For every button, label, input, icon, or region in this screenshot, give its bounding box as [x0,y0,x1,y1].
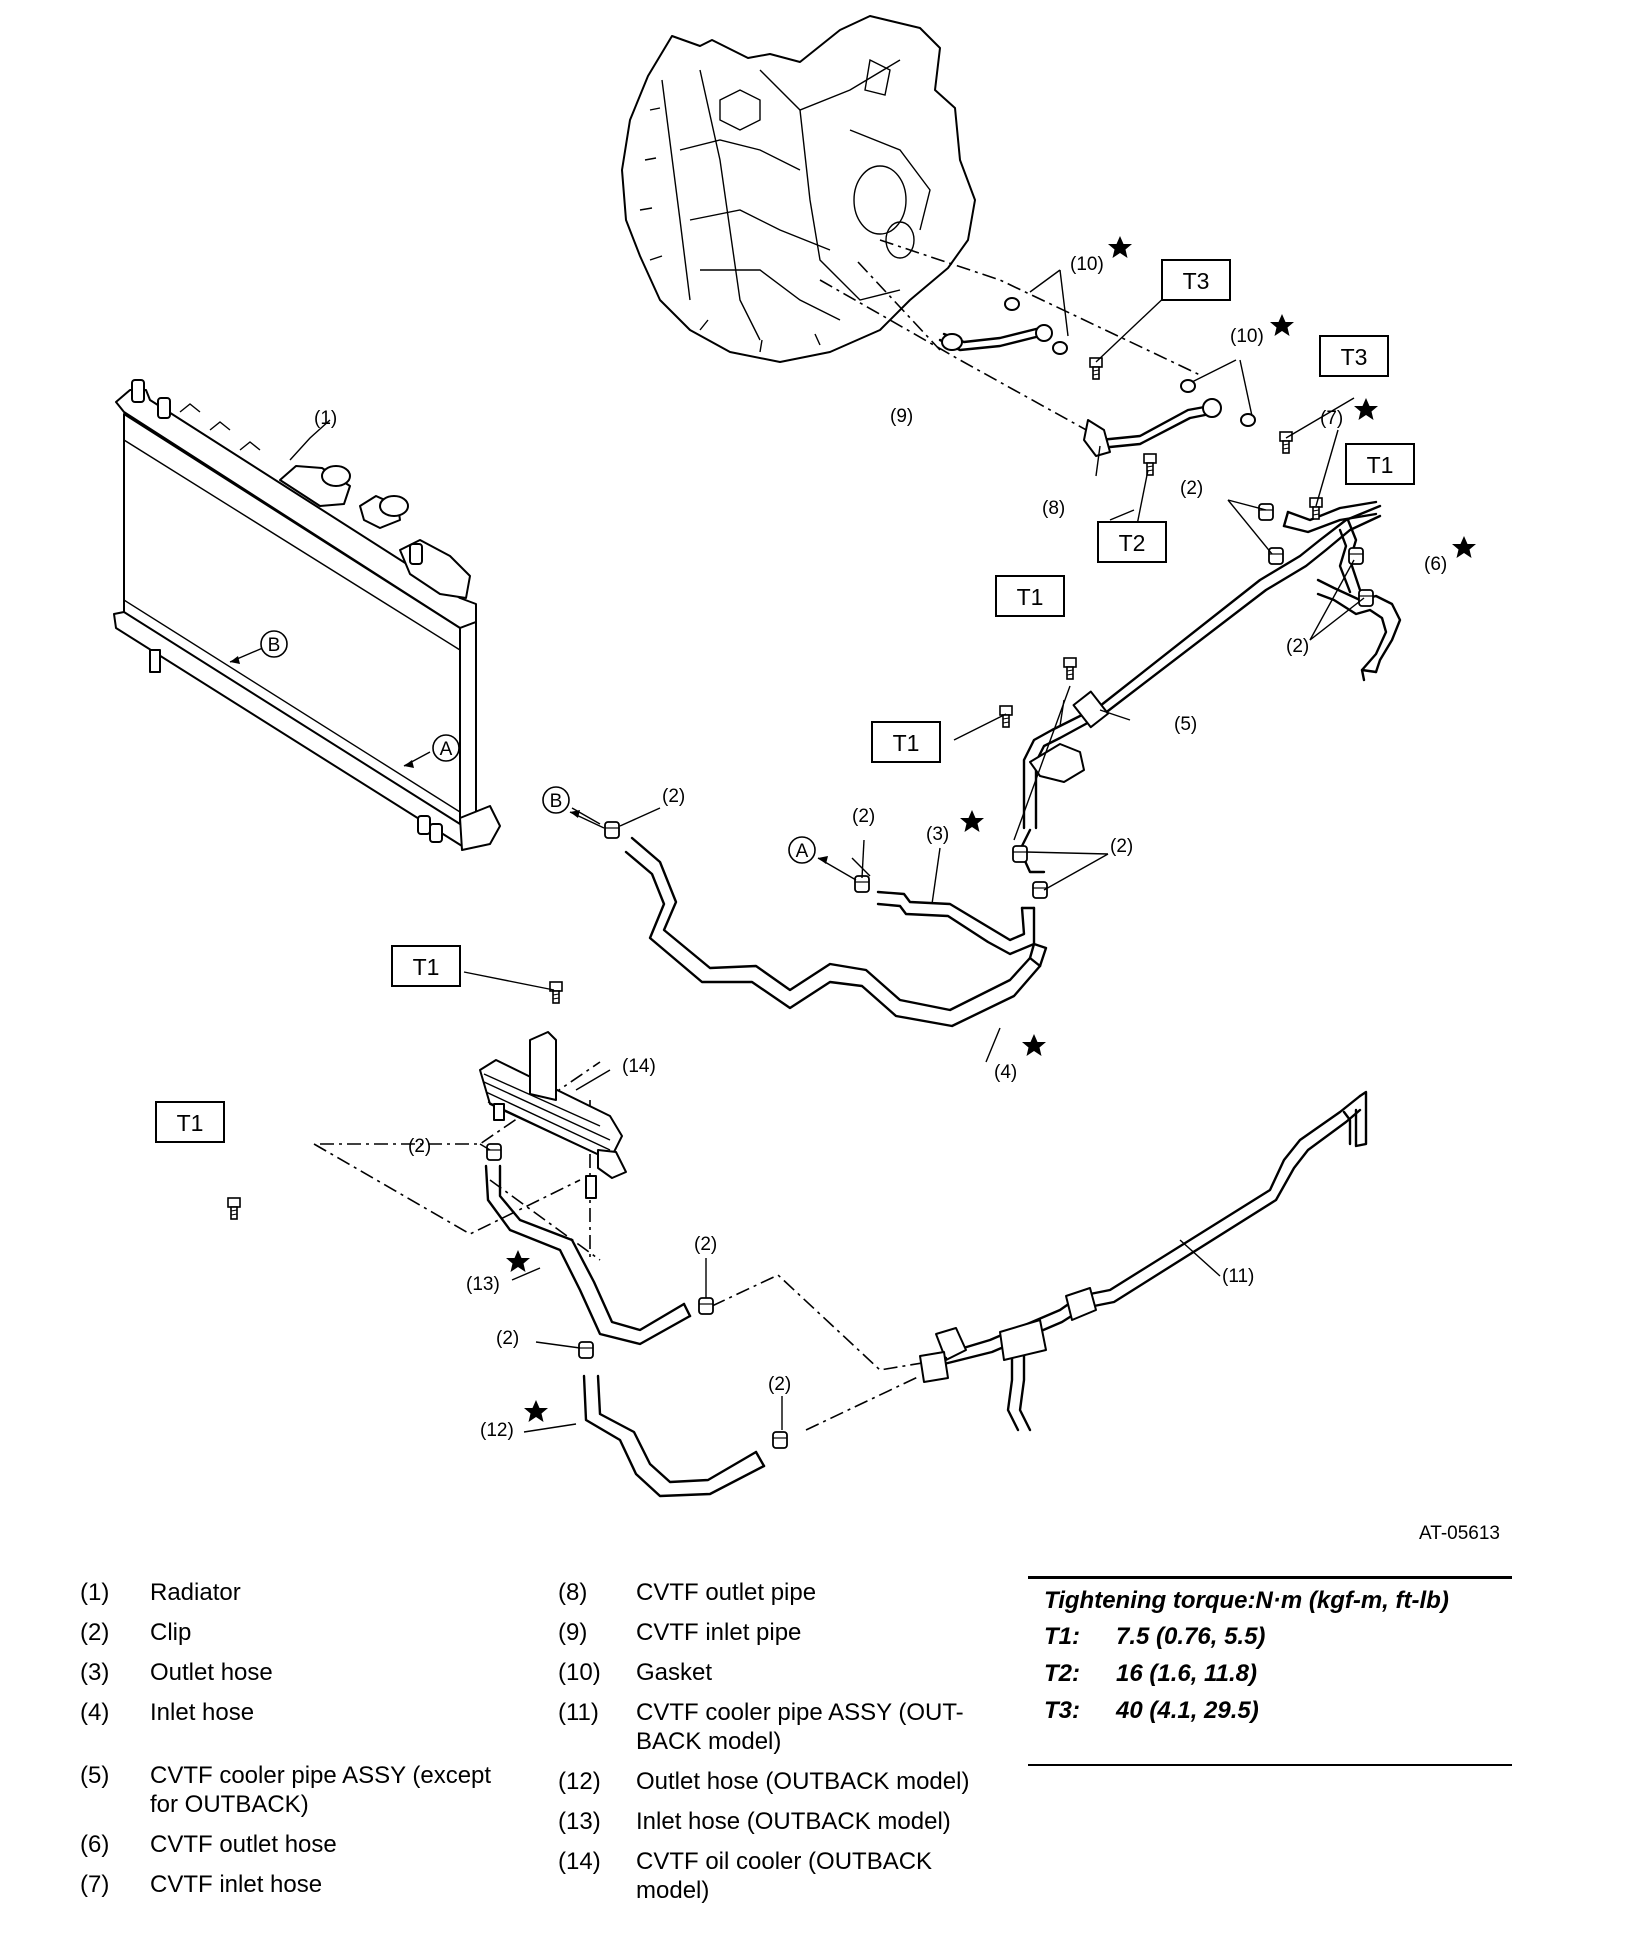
callout-2-mid: (2) [852,806,875,827]
cvtf-inlet-hose [1282,500,1378,534]
legend-item: (2)Clip [80,1619,192,1646]
ref-circle-a-radiator: A [432,734,460,762]
callout-14: (14) [622,1056,656,1077]
ref-circle-a-hose: A [788,836,816,864]
callout-11: (11) [1222,1266,1254,1287]
cvtf-oil-cooler [479,1031,627,1199]
torque-box-t1-bracket: T1 [871,721,941,763]
torque-box-t1-right: T1 [1345,443,1415,485]
outlet-hose-outback [582,1374,766,1498]
assembly-guide-lines [313,239,1201,1431]
transmission-case [621,15,976,363]
callout-10-upper: (10) [1070,254,1104,275]
callout-6: (6) [1424,554,1447,575]
torque-box-t3-upper: T3 [1161,259,1231,301]
legend-item: (4)Inlet hose [80,1699,255,1726]
svg-text:T1: T1 [893,730,920,756]
callout-7: (7) [1320,408,1343,429]
callout-2-upper: (2) [1180,478,1203,499]
document-id: AT-05613 [1419,1523,1500,1544]
legend-item: (10)Gasket [558,1659,713,1686]
callout-2-cooler: (2) [408,1136,431,1157]
callout-labels: (1) (10) (10) (9) (8) (7) (2) (6) (2) (5… [314,254,1447,1441]
torque-row: T1:7.5 (0.76, 5.5) [1044,1623,1266,1650]
star-icon [1022,1034,1046,1056]
callout-10-right: (10) [1230,326,1264,347]
torque-box-t1-pipe: T1 [995,575,1065,617]
callout-13: (13) [466,1274,500,1295]
torque-box-t3-right: T3 [1319,335,1389,377]
callout-4: (4) [994,1062,1017,1083]
legend-item: (8)CVTF outlet pipe [558,1579,817,1606]
leader-lines [289,269,1365,1433]
exploded-parts-diagram: B A B A T3 T3 T1 T2 T1 T1 T1 T1 [113,15,1476,1498]
torque-box-t1-left: T1 [155,1101,225,1143]
legend-right-column: (8)CVTF outlet pipe (9)CVTF inlet pipe (… [558,1578,998,1916]
svg-text:B: B [550,791,563,812]
inlet-hose [624,836,1048,1028]
legend-item: (9)CVTF inlet pipe [558,1619,802,1646]
legend-item: (5)CVTF cooler pipe ASSY (except for OUT… [80,1762,492,1818]
callout-3: (3) [926,824,949,845]
legend-item: (1)Radiator [80,1579,241,1606]
svg-text:T1: T1 [1367,452,1394,478]
ref-circle-b-radiator: B [260,630,288,658]
legend-item: (6)CVTF outlet hose [80,1831,337,1858]
callout-2-lower-a: (2) [694,1234,717,1255]
ref-circle-b-hose: B [542,786,570,814]
torque-table-title: Tightening torque:N·m (kgf-m, ft-lb) [1044,1587,1449,1614]
callout-2-left: (2) [662,786,685,807]
legend-item: (12)Outlet hose (OUTBACK model) [558,1768,970,1795]
legend-item: (11)CVTF cooler pipe ASSY (OUT-BACK mode… [558,1699,964,1755]
callout-2-pipe: (2) [1110,836,1133,857]
cooler-pipe-assy-outback [919,1090,1368,1432]
inlet-hose-outback [484,1164,692,1346]
svg-text:T2: T2 [1119,530,1146,556]
star-icon [1270,314,1294,336]
svg-text:A: A [796,841,809,862]
clips [486,503,1374,1449]
torque-row: T2:16 (1.6, 11.8) [1044,1660,1257,1687]
callout-1: (1) [314,408,337,429]
torque-box-t1-cooler: T1 [391,945,461,987]
svg-text:B: B [268,635,281,656]
tightening-torque-table: Tightening torque:N·m (kgf-m, ft-lb) T1:… [1028,1576,1512,1766]
radiator [113,379,501,851]
legend-item: (3)Outlet hose [80,1659,273,1686]
torque-row: T3:40 (4.1, 29.5) [1044,1697,1259,1724]
svg-text:T3: T3 [1183,268,1210,294]
legend-item: (14)CVTF oil cooler (OUTBACK model) [558,1848,933,1904]
callout-2-right: (2) [1286,636,1309,657]
callout-2-lower-b: (2) [496,1328,519,1349]
outlet-hose [876,890,1036,956]
callout-5: (5) [1174,714,1197,735]
svg-text:T1: T1 [413,954,440,980]
star-icon [1452,536,1476,558]
star-icon [506,1250,530,1272]
star-icon [960,810,984,832]
cooler-pipe-assy [1018,504,1382,874]
star-icon [1108,236,1132,258]
callout-2-lower-c: (2) [768,1374,791,1395]
svg-text:A: A [440,739,453,760]
legend-item: (7)CVTF inlet hose [80,1871,323,1898]
svg-text:T1: T1 [177,1110,204,1136]
svg-text:T3: T3 [1341,344,1368,370]
svg-text:T1: T1 [1017,584,1044,610]
gaskets-and-pipes [938,297,1256,457]
callout-8: (8) [1042,498,1065,519]
legend-item: (13)Inlet hose (OUTBACK model) [558,1808,951,1835]
star-icon [1354,398,1378,420]
cvtf-outlet-hose [1316,578,1402,682]
callout-12: (12) [480,1420,514,1441]
star-icon [524,1400,548,1422]
legend-left-column: (1)Radiator (2)Clip (3)Outlet hose (4)In… [80,1578,520,1910]
torque-box-t2: T2 [1097,521,1167,563]
callout-9: (9) [890,406,913,427]
